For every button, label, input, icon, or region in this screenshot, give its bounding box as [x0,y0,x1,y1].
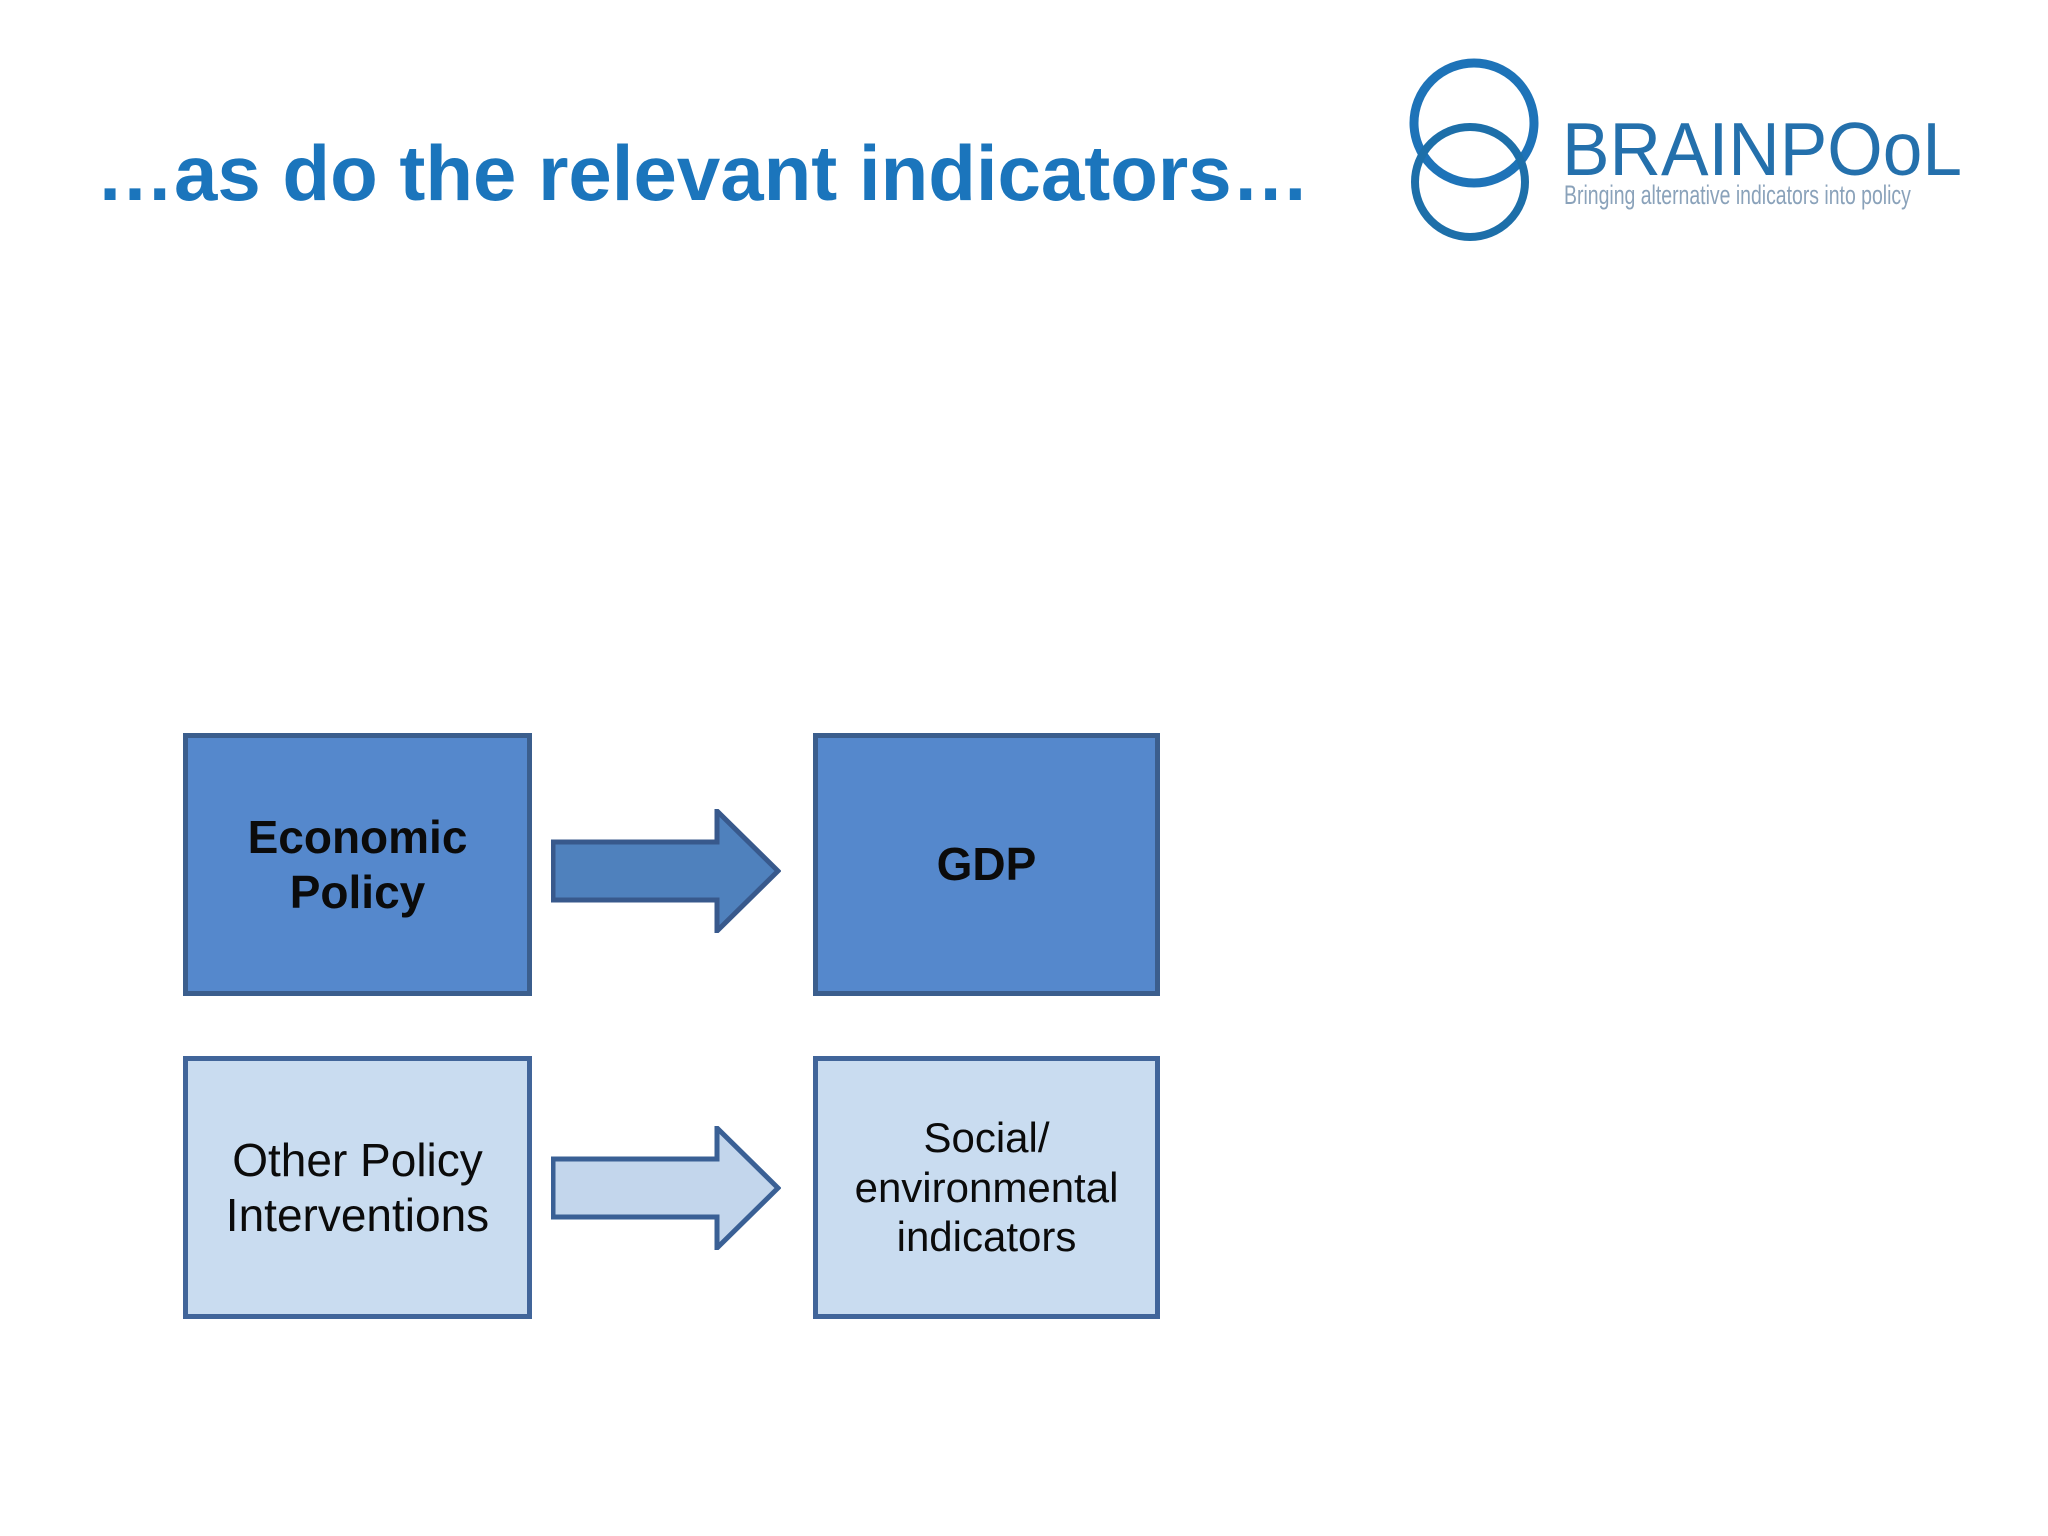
economic-policy-label-line2: Policy [289,865,426,918]
slide-title: …as do the relevant indicators… [96,129,1310,217]
logo-wordmark: BRAINPOoL [1562,107,1962,191]
other-policy-label-line1: Other Policy [232,1134,483,1187]
flow-arrow-economic-to-gdp-icon [551,809,781,933]
social-env-label-line3: indicators [896,1213,1077,1261]
social-environmental-box: Social/ environmental indicators [813,1056,1160,1319]
economic-policy-box: Economic Policy [183,733,532,996]
logo-circles-icon [1409,58,1539,241]
logo-tagline: Bringing alternative indicators into pol… [1564,180,1911,210]
gdp-box: GDP [813,733,1160,996]
flow-arrow-other-to-social-icon [551,1126,781,1250]
economic-policy-label-line1: Economic [247,811,468,864]
social-env-label-line1: Social/ [923,1114,1050,1162]
other-policy-box: Other Policy Interventions [183,1056,532,1319]
other-policy-label-line2: Interventions [225,1188,490,1241]
gdp-label: GDP [936,838,1037,891]
social-env-label-line2: environmental [854,1163,1119,1211]
